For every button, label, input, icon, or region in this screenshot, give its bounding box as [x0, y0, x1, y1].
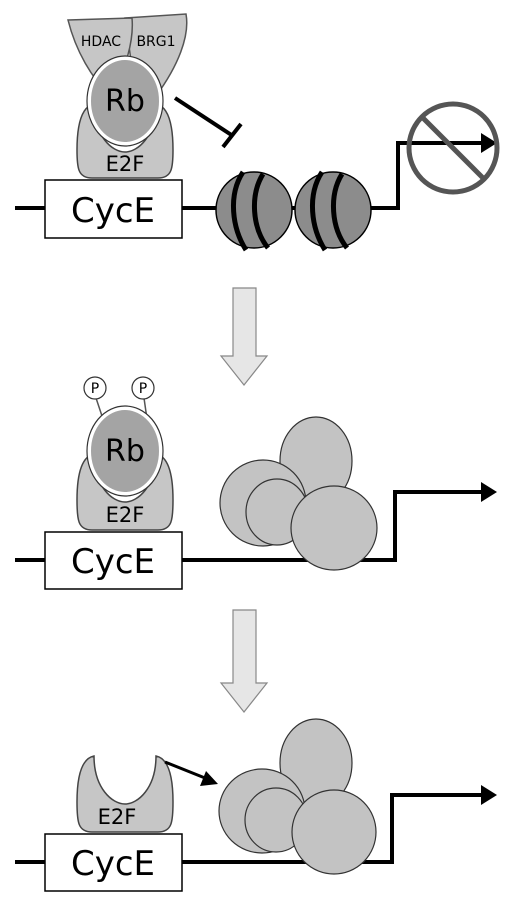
cyce-label: CycE: [71, 844, 155, 884]
transition-arrow-down-1: [219, 287, 269, 386]
transcription-arrowhead-2: [481, 482, 497, 502]
dna-strand-1: [15, 141, 490, 210]
panel-repressed: CycE HDAC BRG1 E2F Rb: [15, 13, 500, 252]
activation-arrow: [164, 760, 218, 786]
open-chromatin: [218, 718, 377, 875]
e2f-protein: [76, 755, 174, 833]
nucleosome: [215, 170, 293, 252]
e2f-protein: [76, 103, 174, 179]
e2f-label: E2F: [106, 503, 145, 527]
e2f-label: E2F: [106, 152, 145, 176]
panel-phosphorylated: CycE E2F Rb P P: [15, 376, 497, 590]
cyce-label: CycE: [71, 542, 155, 582]
rb-protein: [87, 406, 163, 496]
nucleosome: [294, 170, 372, 252]
panel-active: CycE E2F: [15, 718, 497, 892]
rb-protein: [87, 56, 163, 146]
transition-arrow-down-2: [219, 609, 269, 713]
no-transcription-icon: [406, 101, 500, 195]
dna-strand-2: [15, 490, 488, 562]
phosphate-group: P: [131, 376, 155, 400]
inhibition-icon: [173, 96, 243, 149]
brg1-label: BRG1: [136, 34, 175, 50]
transcription-arrowhead-3: [481, 785, 497, 805]
rb-outline: [86, 405, 164, 497]
phosphate-label: P: [139, 381, 147, 397]
rb-label: Rb: [105, 434, 145, 469]
phosphate-group: P: [83, 376, 107, 400]
open-chromatin: [219, 416, 378, 571]
dna-strand-3: [15, 793, 488, 864]
cyce-label: CycE: [71, 191, 155, 231]
e2f-protein: [76, 453, 174, 531]
phosphate-label: P: [91, 381, 99, 397]
cyce-promoter-box: [44, 531, 183, 590]
rb-outline: [86, 55, 164, 147]
cyce-promoter-box: [44, 833, 183, 892]
rb-label: Rb: [105, 84, 145, 119]
cyce-promoter-box: [44, 179, 183, 239]
hdac-label: HDAC: [81, 34, 121, 50]
transcription-arrowhead-1: [481, 133, 497, 153]
e2f-label: E2F: [98, 805, 137, 829]
